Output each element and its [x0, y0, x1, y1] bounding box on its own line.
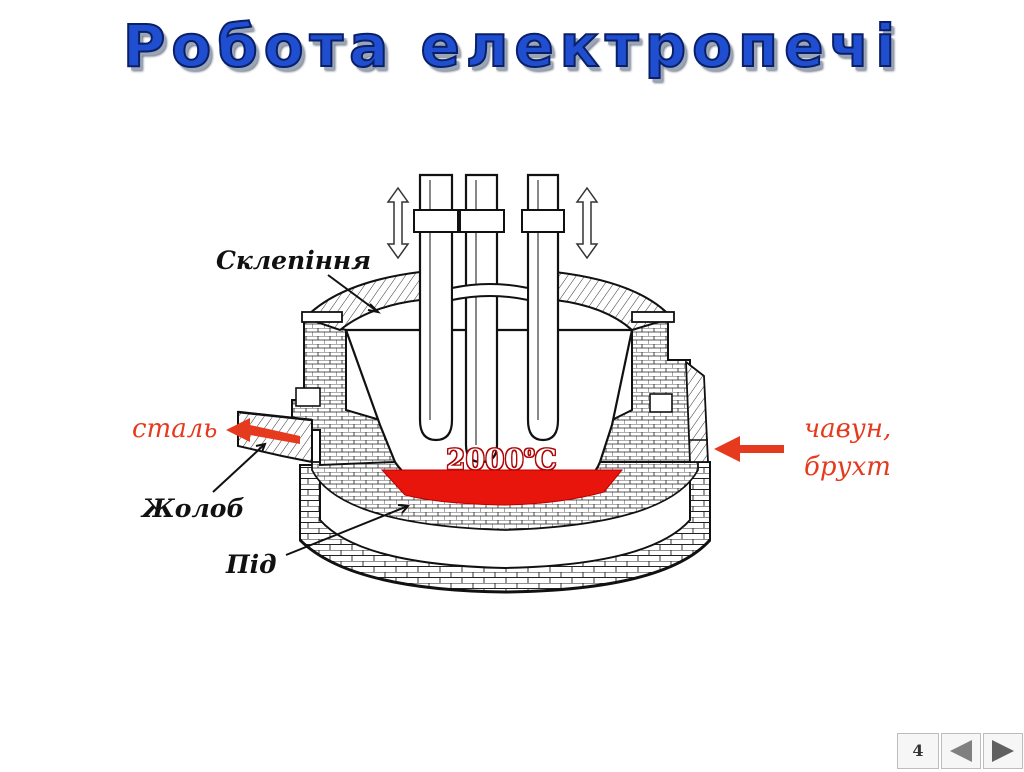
label-steel: сталь [132, 414, 218, 444]
furnace-walls [291, 316, 709, 467]
label-scrap: брухт [804, 452, 891, 482]
label-hearth: Під [226, 550, 277, 579]
previous-slide-button[interactable] [941, 733, 981, 769]
label-iron: чавун, [804, 414, 892, 444]
temperature-label: 2000oС [446, 442, 558, 477]
up-down-arrow-icon [386, 186, 599, 260]
leader-lines [212, 274, 411, 556]
molten-metal [380, 469, 624, 506]
slide-title: Робота електропечі [122, 11, 902, 81]
label-chute: Жолоб [142, 494, 245, 523]
next-slide-button[interactable] [983, 733, 1023, 769]
triangle-left-icon [950, 740, 972, 762]
iron-inlet-arrow-icon [714, 436, 784, 462]
page-number: 4 [897, 733, 939, 769]
electrodes [413, 173, 565, 464]
steel-outlet-arrow-icon [226, 418, 300, 444]
triangle-right-icon [992, 740, 1014, 762]
label-vault: Склепіння [216, 246, 372, 275]
